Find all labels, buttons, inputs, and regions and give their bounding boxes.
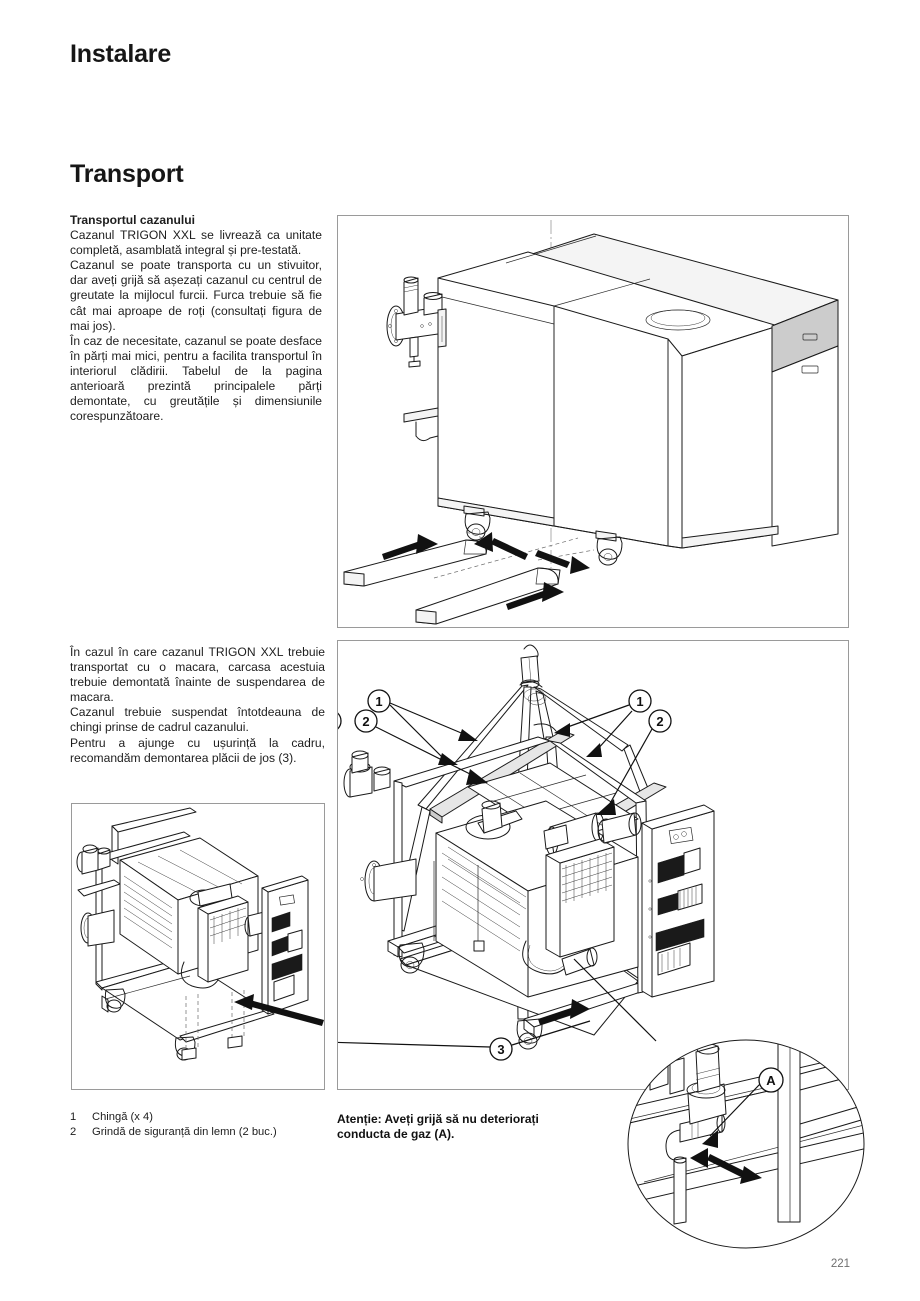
intro-sub-heading: Transportul cazanului xyxy=(70,213,195,227)
castor-front-left xyxy=(463,505,491,541)
chapter-title: Instalare xyxy=(70,40,172,68)
callout-2-left: 2 2 xyxy=(338,709,488,785)
crane-paragraph-3: Pentru a ajunge cu ușurință la cadru, re… xyxy=(70,735,325,765)
intro-paragraph-3: În caz de necesitate, cazanul se poate d… xyxy=(70,333,322,424)
crane-paragraph-1: În cazul în care cazanul TRIGON XXL treb… xyxy=(70,645,325,705)
crane-hook xyxy=(520,644,540,689)
direction-arrow-2 xyxy=(506,582,564,610)
svg-text:3: 3 xyxy=(497,1042,504,1057)
control-cabinet xyxy=(641,804,715,998)
legend-number-1: 1 xyxy=(70,1111,77,1123)
crane-paragraph-2: Cazanul trebuie suspendat întotdeauna de… xyxy=(70,705,325,735)
legend-label-1: Chingă (x 4) xyxy=(92,1111,153,1123)
crane-castor-left xyxy=(398,942,425,974)
svg-text:A: A xyxy=(766,1073,776,1088)
baseplate-removal-figure xyxy=(71,803,325,1090)
legend-item-2: 2 Grindă de siguranță din lemn (2 buc.) xyxy=(70,1125,277,1140)
intro-text-column: Transportul cazanului Cazanul TRIGON XXL… xyxy=(70,213,322,424)
legend-label-2: Grindă de siguranță din lemn (2 buc.) xyxy=(92,1125,277,1138)
figure-legend: 1 Chingă (x 4) 2 Grindă de siguranță din… xyxy=(70,1110,277,1139)
forklift-tine-lower xyxy=(415,567,561,625)
callout-2-right: 2 xyxy=(596,709,672,815)
callout-1-right: 1 xyxy=(554,689,652,757)
svg-text:2: 2 xyxy=(362,714,369,729)
spacing-arrow-right xyxy=(535,550,590,574)
flue-piping xyxy=(522,812,642,976)
forklift-transport-drawing xyxy=(343,220,839,625)
safety-beam-rear xyxy=(429,730,575,824)
fan-grid-module xyxy=(545,838,615,958)
crane-text-column: În cazul în care cazanul TRIGON XXL treb… xyxy=(70,645,325,766)
svg-text:1: 1 xyxy=(636,694,643,709)
intro-paragraph-1: Cazanul TRIGON XXL se livrează ca unitat… xyxy=(70,228,322,258)
section-title: Transport xyxy=(70,160,184,188)
crane-suspension-figure: 1 1 2 2 xyxy=(337,640,849,1090)
spacing-arrow-left xyxy=(474,532,528,560)
svg-text:1: 1 xyxy=(375,694,382,709)
castor-front-right xyxy=(595,530,623,566)
page-number: 221 xyxy=(830,1258,850,1270)
legend-item-1: 1 Chingă (x 4) xyxy=(70,1110,277,1125)
direction-arrow-1 xyxy=(382,534,438,560)
callout-3: 3 xyxy=(338,1020,591,1061)
callout-1-left: 1 xyxy=(367,689,478,765)
baseplate-removal-drawing xyxy=(76,807,324,1061)
left-pipe-connections xyxy=(343,750,417,902)
gas-valve-assembly xyxy=(386,276,447,368)
warning-note: Atenție: Aveți grijă să nu deteriorați c… xyxy=(337,1112,539,1141)
svg-text:2: 2 xyxy=(656,714,663,729)
crane-suspension-drawing: 1 1 2 2 xyxy=(338,644,715,1061)
forklift-transport-figure xyxy=(337,215,849,628)
detail-bubble-a: A xyxy=(627,1039,865,1249)
intro-paragraph-2: Cazanul se poate transporta cu un stivui… xyxy=(70,258,322,333)
legend-number-2: 2 xyxy=(70,1125,77,1138)
forklift-tine-upper xyxy=(343,539,489,587)
